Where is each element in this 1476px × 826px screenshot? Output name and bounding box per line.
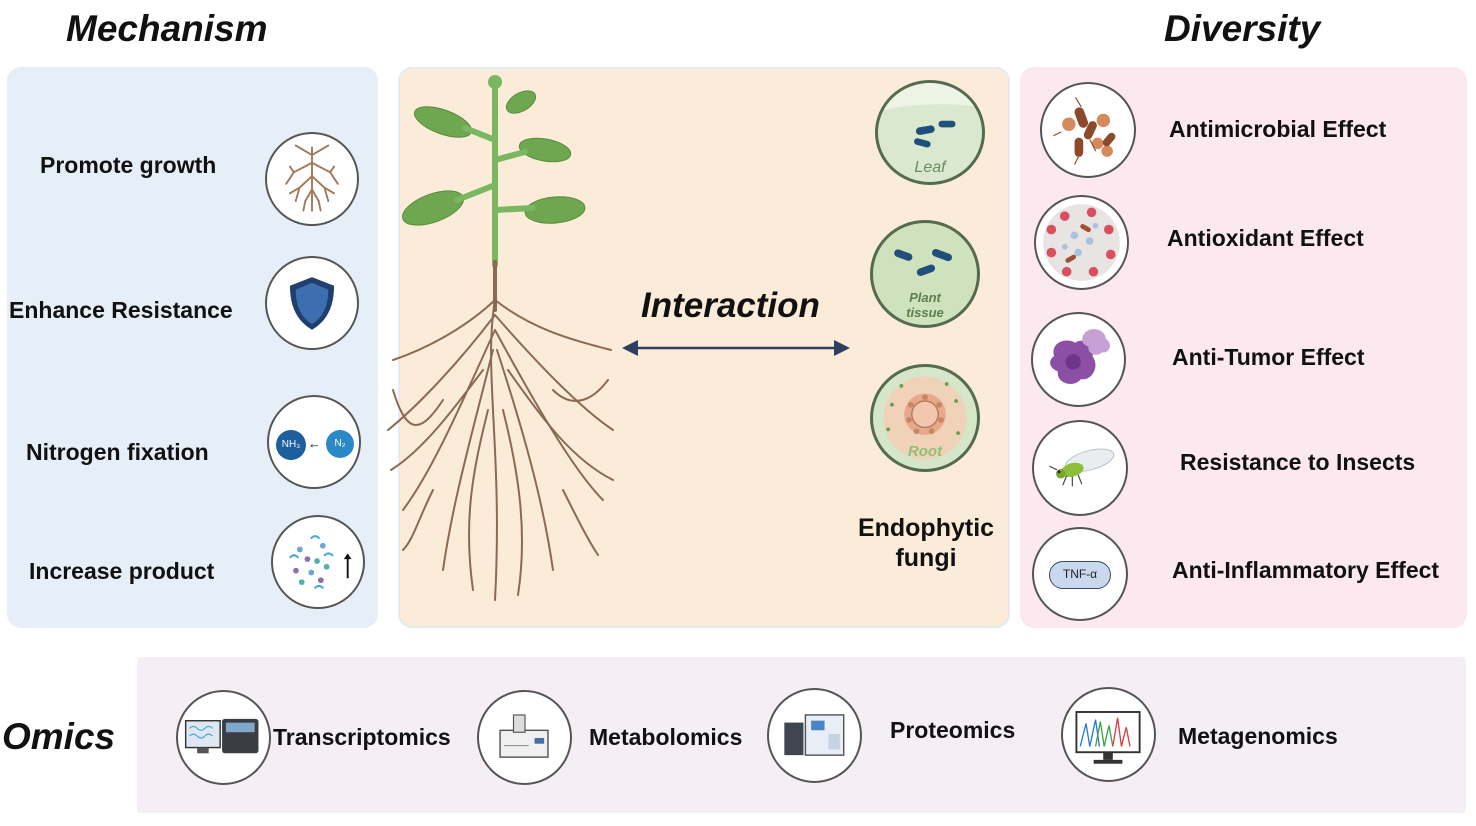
mechanism-label-enhance-resistance: Enhance Resistance [9, 297, 233, 323]
endophytic-label-line1: Endophytic [857, 514, 995, 542]
diversity-label-anti-inflammatory: Anti-Inflammatory Effect [1172, 557, 1440, 583]
arrow-left-icon: ← [308, 436, 321, 451]
roots-icon [265, 132, 359, 226]
omics-heading: Omics [2, 716, 116, 757]
insect-icon [1032, 420, 1128, 516]
mechanism-heading: Mechanism [66, 8, 268, 49]
plant-illustration [387, 75, 614, 601]
plant-tissue-fungi-icon: Plant tissue [870, 220, 980, 328]
omics-label-metabolomics: Metabolomics [589, 724, 743, 750]
tnf-icon: TNF-α [1032, 527, 1128, 621]
bidirectional-arrow-icon [622, 340, 850, 356]
leaf-label: Leaf [914, 159, 946, 176]
endophytic-label-line2: fungi [895, 544, 957, 572]
omics-label-proteomics: Proteomics [890, 717, 1016, 743]
leaf-fungi-icon: Leaf [875, 80, 985, 185]
omics-label-transcriptomics: Transcriptomics [273, 724, 451, 750]
plant-tissue-label-line1: Plant [909, 290, 941, 305]
n2-chip: N₂ [326, 430, 354, 458]
diversity-label-antioxidant: Antioxidant Effect [1167, 225, 1364, 251]
nh3-chip: NH₃ [276, 430, 306, 460]
sequencer-icon [176, 690, 271, 785]
shield-icon [265, 256, 359, 350]
diversity-heading: Diversity [1164, 8, 1321, 49]
tumor-cell-icon [1031, 312, 1126, 407]
diversity-label-antimicrobial: Antimicrobial Effect [1169, 116, 1387, 142]
mechanism-label-increase-product: Increase product [29, 558, 215, 584]
product-increase-icon [271, 515, 365, 609]
mechanism-label-promote-growth: Promote growth [40, 152, 217, 178]
analyzer-icon [767, 688, 862, 783]
microbe-icon [1040, 82, 1136, 178]
mass-spec-icon [477, 690, 572, 785]
diversity-label-anti-tumor: Anti-Tumor Effect [1172, 344, 1365, 370]
plant-tissue-label-line2: tissue [906, 305, 944, 320]
tnf-chip: TNF-α [1049, 561, 1111, 589]
cell-icon [1034, 195, 1129, 290]
mechanism-label-nitrogen-fixation: Nitrogen fixation [26, 439, 209, 465]
monitor-chromatogram-icon [1061, 687, 1156, 782]
root-fungi-icon: Root [870, 364, 980, 472]
interaction-heading: Interaction [641, 286, 820, 325]
diversity-label-insects: Resistance to Insects [1180, 449, 1416, 475]
nitrogen-icon: NH₃ ← N₂ [267, 395, 361, 489]
omics-label-metagenomics: Metagenomics [1178, 723, 1338, 749]
root-label: Root [907, 443, 943, 460]
